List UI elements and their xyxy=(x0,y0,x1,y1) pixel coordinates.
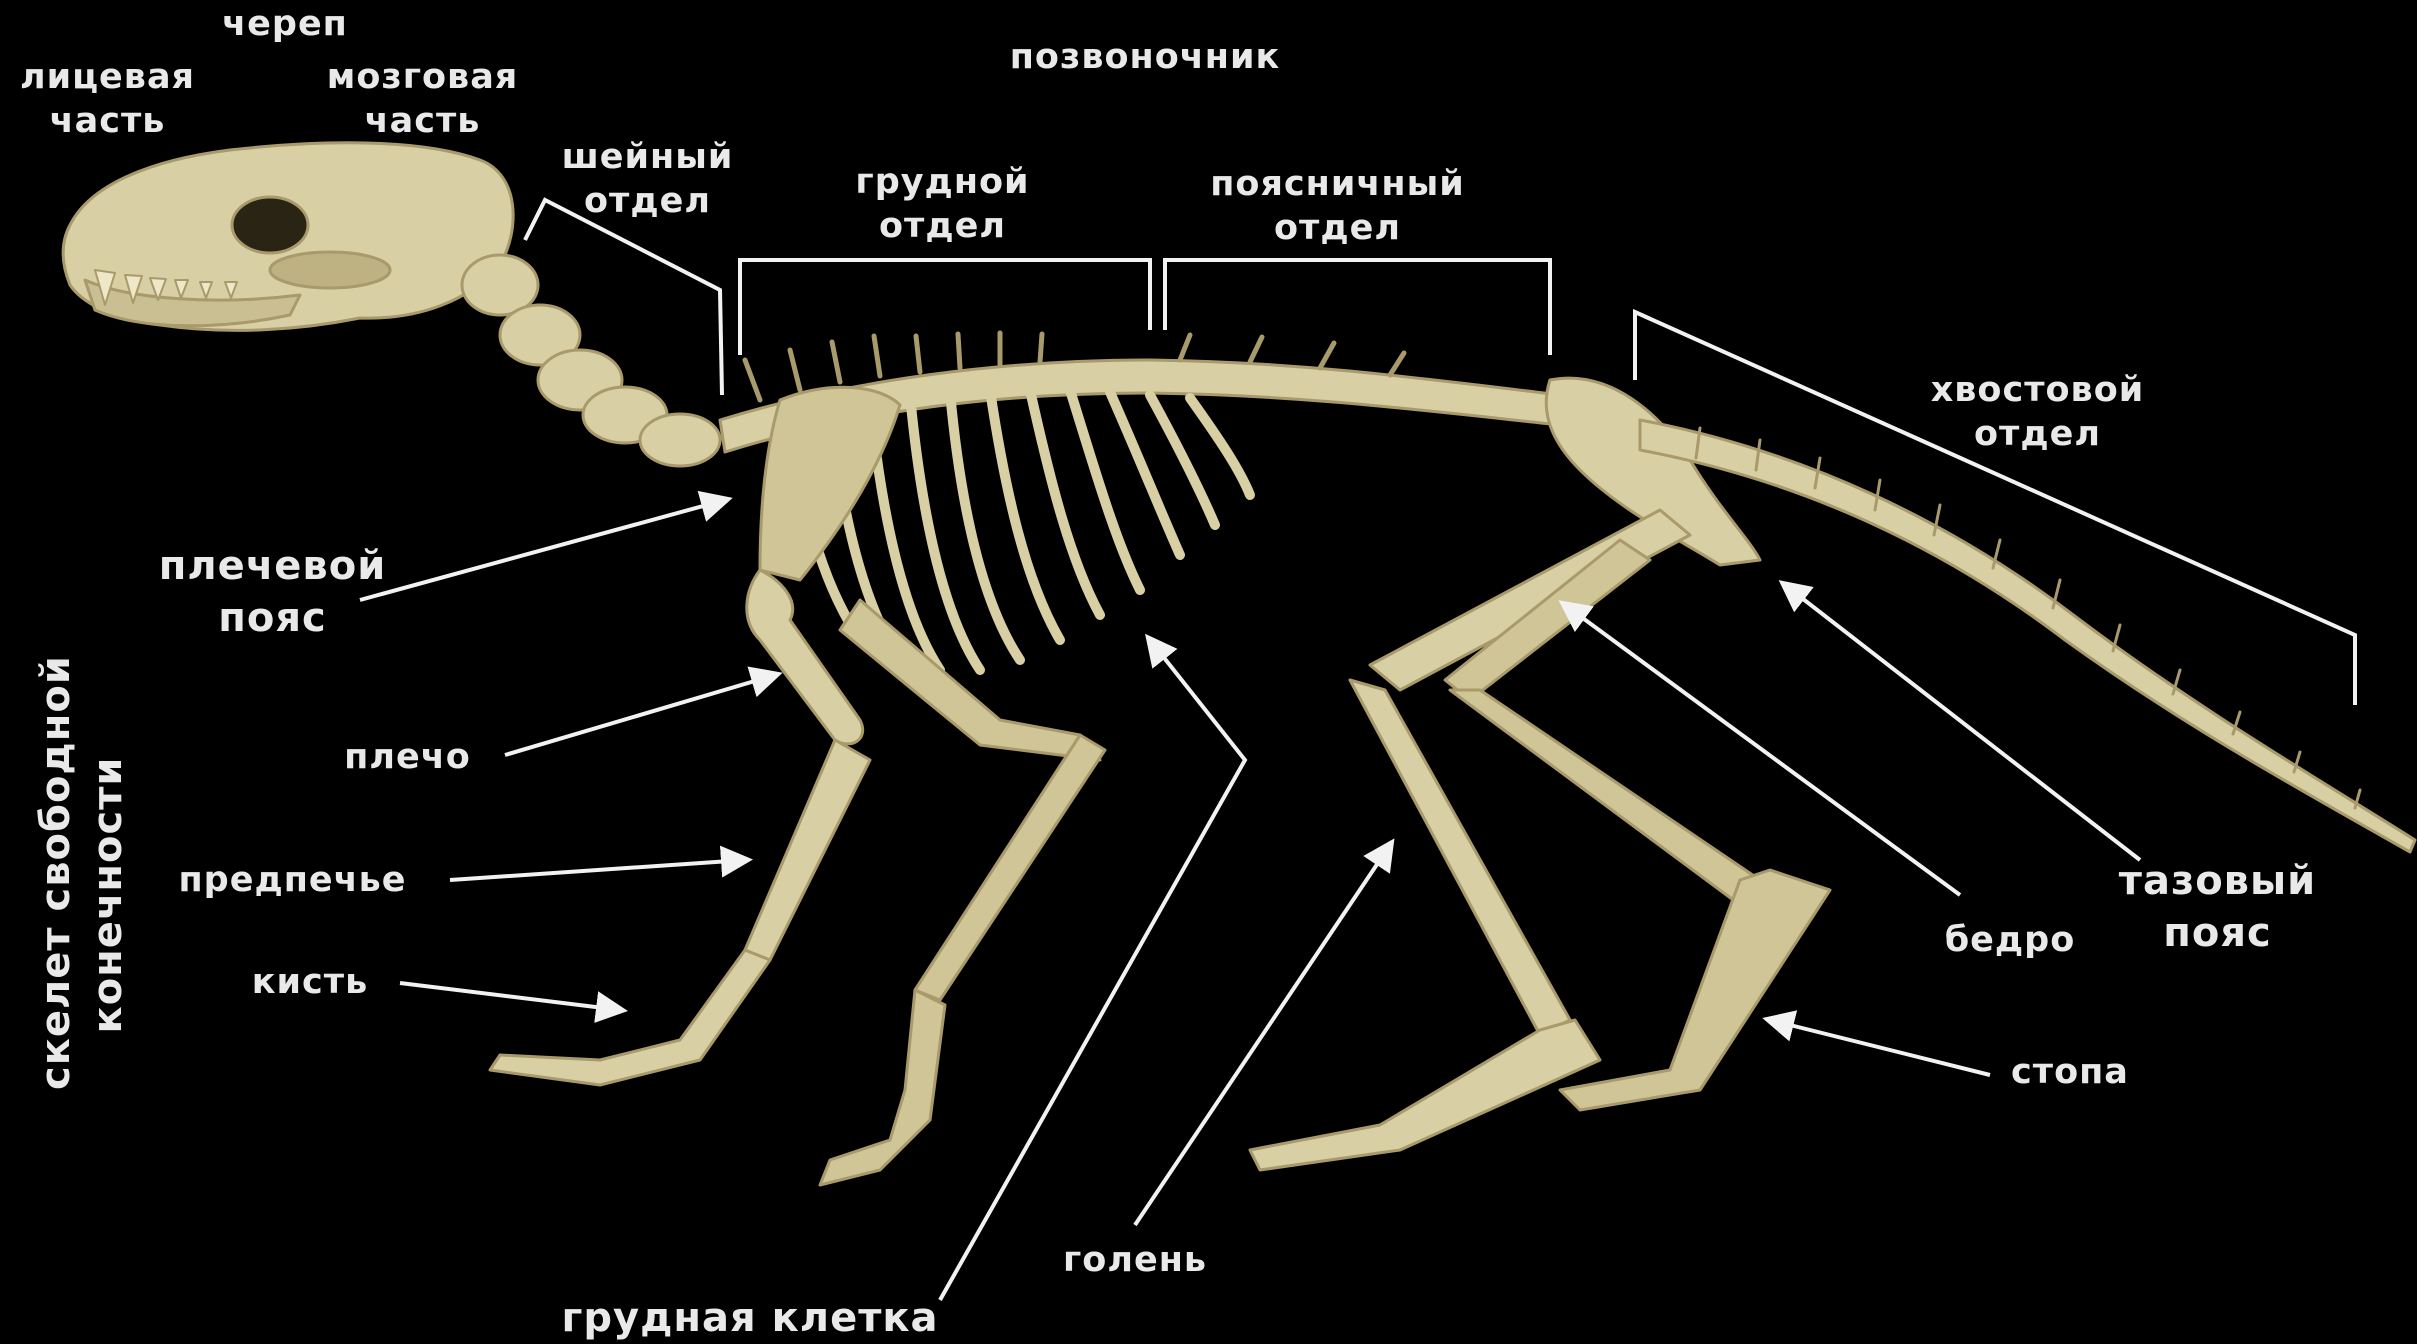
label-pelvic-girdle: тазовый пояс xyxy=(2080,855,2355,959)
label-thoracic-line2: отдел xyxy=(830,204,1055,248)
hand-pointer xyxy=(400,983,620,1010)
label-free-limb-skeleton-text: скелет свободной конечности xyxy=(30,700,134,1090)
label-hand: кисть xyxy=(230,960,390,1004)
label-free-limb-line2: конечности xyxy=(82,700,134,1090)
label-shoulder-girdle-line1: плечевой xyxy=(135,540,410,592)
label-shoulder-girdle: плечевой пояс xyxy=(135,540,410,644)
label-cervical-line1: шейный xyxy=(540,135,755,179)
forearm-pointer xyxy=(450,860,745,880)
foot-pointer xyxy=(1770,1020,1990,1075)
label-facial-part-line1: лицевая xyxy=(0,55,215,99)
label-spine: позвоночник xyxy=(945,35,1345,79)
label-pelvic-girdle-line2: пояс xyxy=(2080,907,2355,959)
shoulder-pointer xyxy=(505,675,775,755)
hind-foot-near xyxy=(1250,1020,1600,1170)
label-forearm: предпечье xyxy=(165,858,420,902)
cervical-vertebrae xyxy=(462,255,720,466)
cheek-arch xyxy=(270,252,390,288)
foreleg-far-radius xyxy=(915,735,1105,1000)
label-caudal: хвостовой отдел xyxy=(1890,368,2185,456)
skeleton-figure xyxy=(63,143,2415,1185)
lumbar-bracket xyxy=(1165,260,1550,355)
label-skull: череп xyxy=(205,2,365,46)
label-caudal-line2: отдел xyxy=(1890,412,2185,456)
foreleg-near-radius xyxy=(745,740,870,960)
label-free-limb-line1: скелет свободной xyxy=(30,700,82,1090)
humerus xyxy=(747,570,863,744)
label-lumbar: поясничный отдел xyxy=(1175,162,1500,250)
label-lumbar-line1: поясничный xyxy=(1175,162,1500,206)
label-cervical: шейный отдел xyxy=(540,135,755,223)
label-facial-part-line2: часть xyxy=(0,99,215,143)
label-brain-part-line1: мозговая xyxy=(305,55,540,99)
label-shoulder-girdle-line2: пояс xyxy=(135,592,410,644)
label-brain-part: мозговая часть xyxy=(305,55,540,143)
label-thorax: грудная клетка xyxy=(550,1292,950,1344)
label-lumbar-line2: отдел xyxy=(1175,206,1500,250)
hind-foot-far xyxy=(1560,870,1830,1110)
label-free-limb-skeleton: скелет свободной конечности xyxy=(18,700,146,1090)
tail xyxy=(1640,420,2415,852)
label-brain-part-line2: часть xyxy=(305,99,540,143)
thigh-pointer xyxy=(1565,605,1960,895)
eye-socket xyxy=(232,197,308,253)
label-thoracic-line1: грудной xyxy=(830,160,1055,204)
tibia-far xyxy=(1450,690,1760,905)
label-thoracic: грудной отдел xyxy=(830,160,1055,248)
label-cervical-line2: отдел xyxy=(540,179,755,223)
label-pelvic-girdle-line1: тазовый xyxy=(2080,855,2355,907)
thoracic-bracket xyxy=(740,260,1150,355)
label-shoulder: плечо xyxy=(325,735,490,779)
label-shin: голень xyxy=(1040,1238,1230,1282)
label-caudal-line1: хвостовой xyxy=(1890,368,2185,412)
foreleg-near-paw xyxy=(490,950,770,1085)
foreleg-far-upper xyxy=(840,600,1100,760)
shoulder-girdle-pointer xyxy=(360,500,725,600)
label-thigh: бедро xyxy=(1925,918,2095,962)
label-foot: стопа xyxy=(1985,1050,2155,1094)
foreleg-far-paw xyxy=(820,990,945,1185)
label-facial-part: лицевая часть xyxy=(0,55,215,143)
